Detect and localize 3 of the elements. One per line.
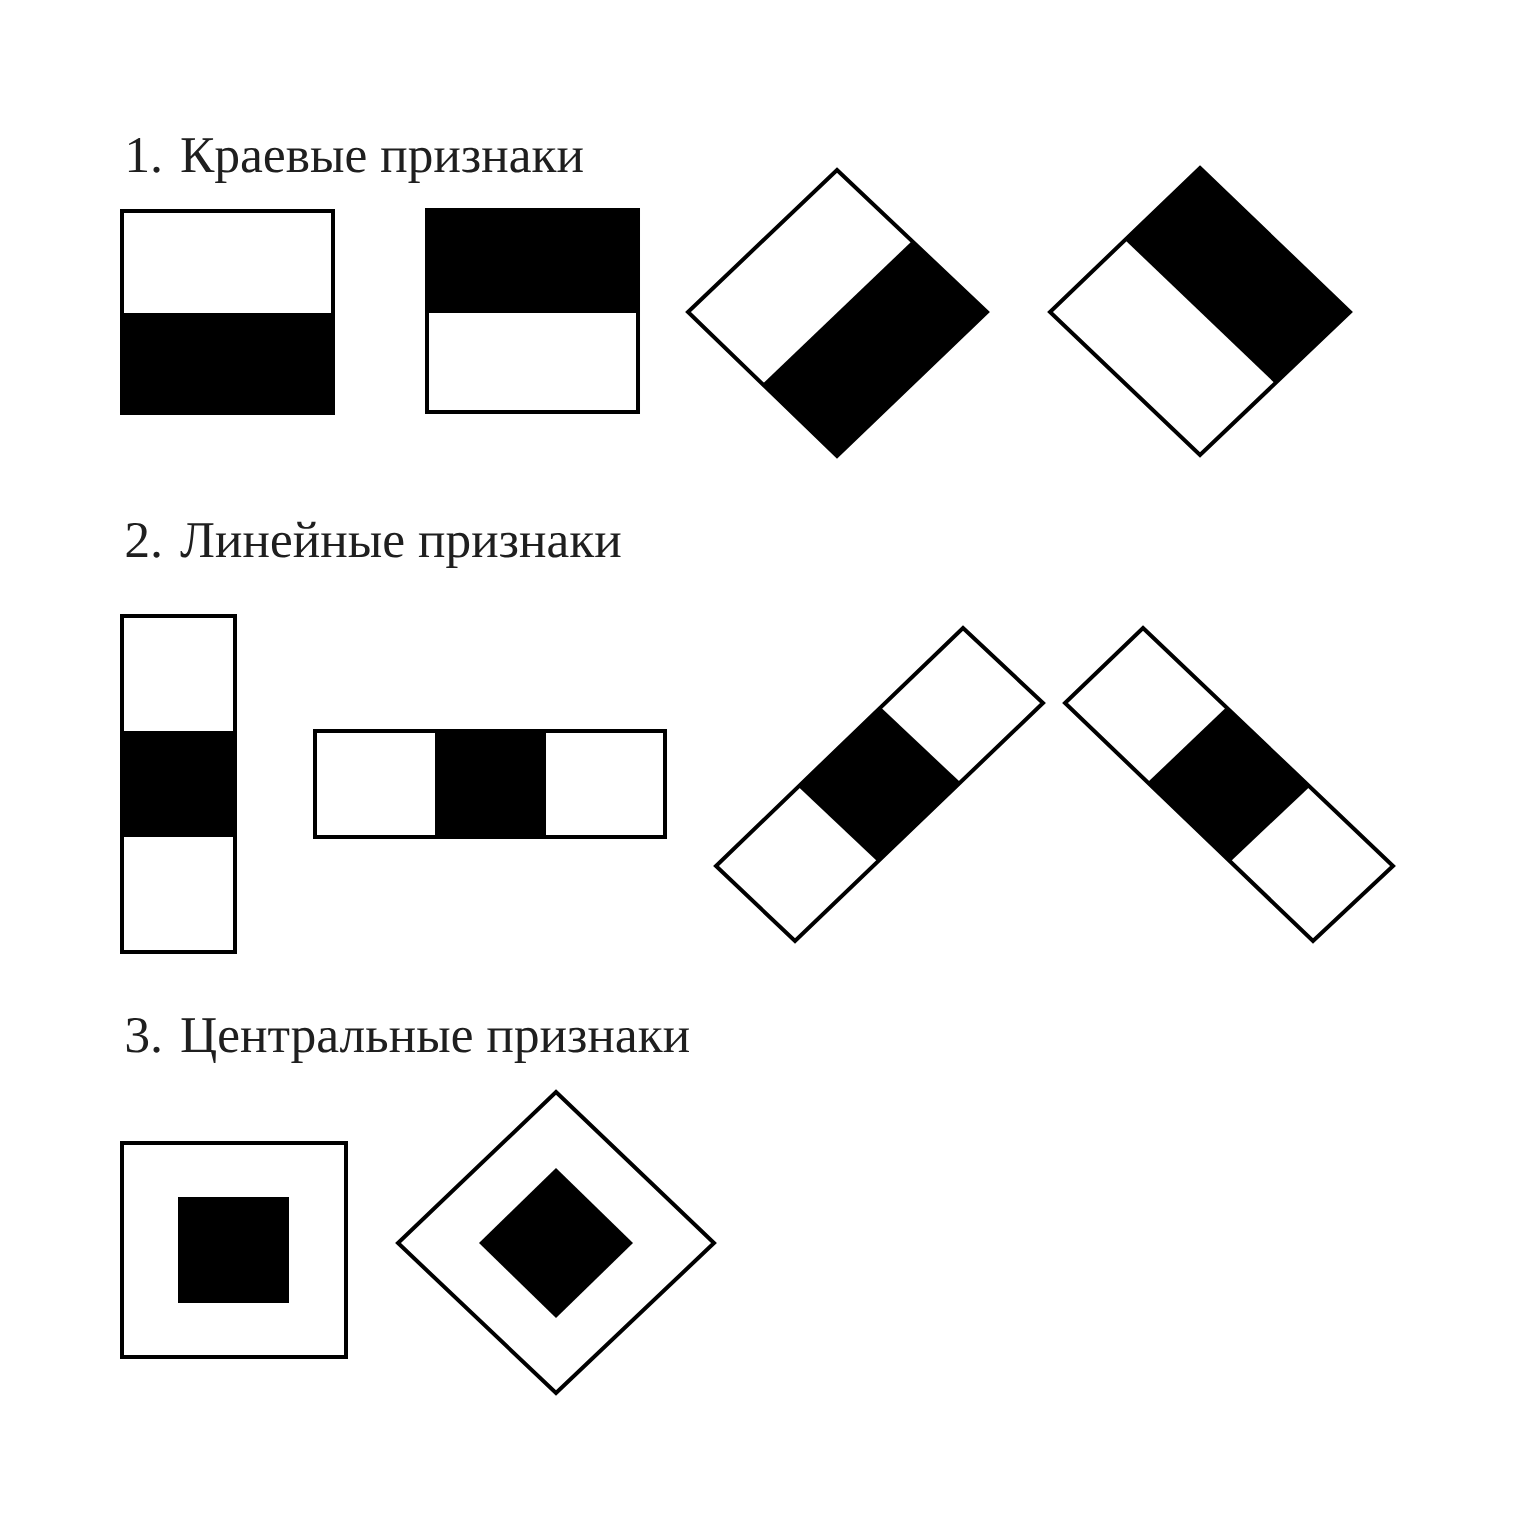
section-heading: 2. Линейные признаки <box>126 521 621 568</box>
section-heading: 1. Краевые признаки <box>128 138 583 183</box>
section-heading: 3. Центральные признаки <box>126 1018 689 1063</box>
